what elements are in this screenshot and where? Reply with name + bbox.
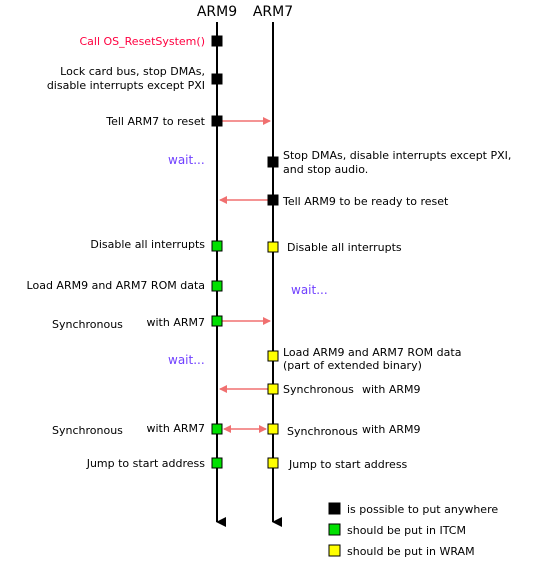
arm7-step-label: Jump to start address xyxy=(288,458,408,471)
arm9-step-label: Call OS_ResetSystem() xyxy=(79,35,205,48)
arm9-header: ARM9 xyxy=(197,4,237,20)
legend-label: should be put in WRAM xyxy=(347,545,475,558)
arm7-step-label: Disable all interrupts xyxy=(287,241,402,254)
arm9-step-label: Lock card bus, stop DMAs, xyxy=(60,65,205,78)
arm7-step-label: Tell ARM9 to be ready to reset xyxy=(282,195,449,208)
arm7-step-box-3 xyxy=(267,241,279,253)
legend-yellow-box xyxy=(328,544,341,557)
arm9-step-box-7 xyxy=(211,423,223,435)
arm9-step-box-2 xyxy=(211,73,223,85)
arm9-step-label: Load ARM9 and ARM7 ROM data xyxy=(27,279,205,292)
legend-label: should be put in ITCM xyxy=(347,524,466,537)
arm9-step-label-line2: with ARM7 xyxy=(147,422,206,435)
arm9-step-label-line2: disable interrupts except PXI xyxy=(47,79,205,92)
arm9-step-label: Synchronous xyxy=(52,424,123,437)
arm7-step-label: Synchronous xyxy=(287,425,358,438)
arm7-step-box-7 xyxy=(267,457,279,469)
arm7-step-label-line2: with ARM9 xyxy=(362,423,421,436)
legend-label: is possible to put anywhere xyxy=(347,503,498,516)
arm9-step-label: Disable all interrupts xyxy=(90,238,205,251)
arm9-step-box-4 xyxy=(211,240,223,252)
arm9-step-label: Jump to start address xyxy=(86,457,206,470)
arm7-step-label-line2: with ARM9 xyxy=(362,383,421,396)
arm9-step-box-6 xyxy=(211,315,223,327)
legend-black-box xyxy=(328,502,341,515)
wait-label: wait... xyxy=(168,153,205,167)
arm7-step-box-4 xyxy=(267,350,279,362)
arm7-step-label: Load ARM9 and ARM7 ROM data xyxy=(283,346,461,359)
wait-label: wait... xyxy=(168,353,205,367)
arm7-step-label-line2: (part of extended binary) xyxy=(283,359,422,372)
arm9-step-box-5 xyxy=(211,280,223,292)
arm9-step-box-1 xyxy=(211,35,223,47)
arm7-step-label: Synchronous xyxy=(283,383,354,396)
arm7-step-box-5 xyxy=(267,383,279,395)
arm7-step-box-6 xyxy=(267,423,279,435)
arm7-step-label: Stop DMAs, disable interrupts except PXI… xyxy=(283,149,511,162)
arm9-step-box-8 xyxy=(211,457,223,469)
arm7-header: ARM7 xyxy=(253,4,293,20)
wait-label: wait... xyxy=(291,283,328,297)
legend-green-box xyxy=(328,523,341,536)
arm9-step-box-3 xyxy=(211,115,223,127)
arm9-step-label: Tell ARM7 to reset xyxy=(105,115,205,128)
arm7-step-label-line2: and stop audio. xyxy=(283,163,368,176)
arm7-step-box-2 xyxy=(267,194,279,206)
arm9-step-label: Synchronous xyxy=(52,318,123,331)
arm9-step-label-line2: with ARM7 xyxy=(147,316,206,329)
arm7-step-box-1 xyxy=(267,156,279,168)
